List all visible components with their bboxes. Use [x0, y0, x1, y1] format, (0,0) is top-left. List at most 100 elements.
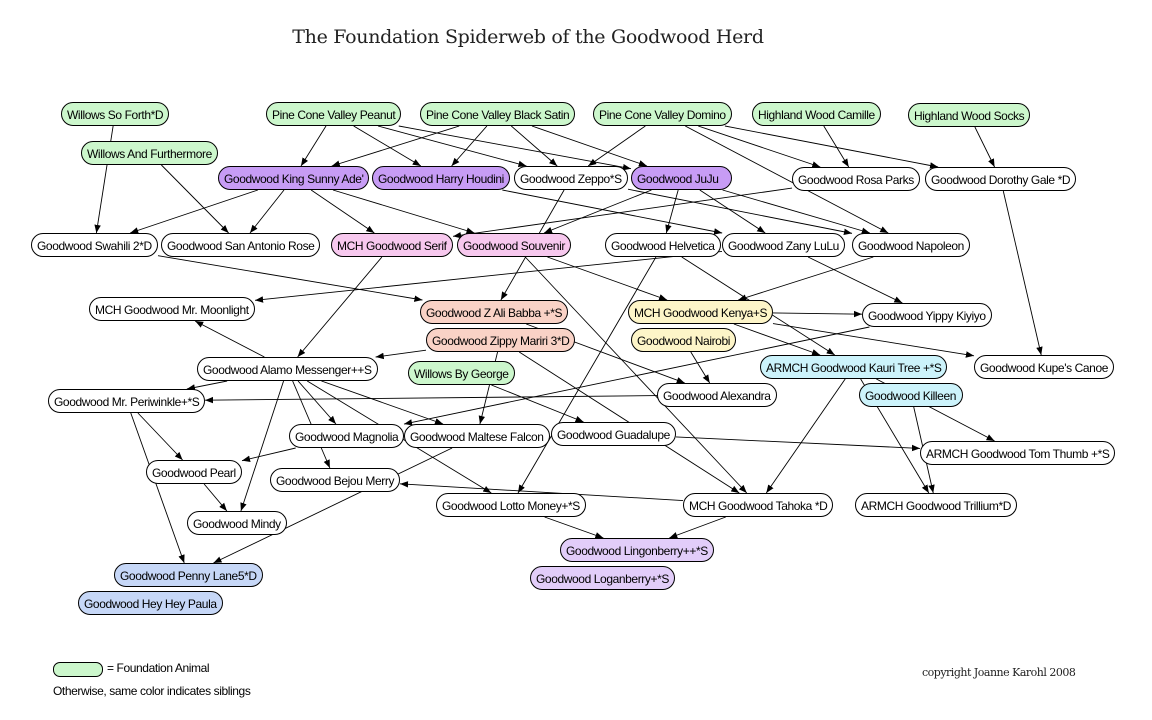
node-armch-kauri-tree[interactable]: ARMCH Goodwood Kauri Tree +*S — [760, 355, 948, 379]
node-loganberry[interactable]: Goodwood Loganberry+*S — [530, 566, 675, 590]
edge-mr_periwinkle-to-pearl — [137, 412, 183, 461]
node-lingonberry[interactable]: Goodwood Lingonberry++*S — [560, 538, 714, 562]
edge-pcv_peanut-to-king_sunny_ade — [300, 125, 327, 167]
edge-yippy_kiyiyo-to-magnolia — [403, 326, 870, 426]
edge-alamo_messenger-to-mindy — [240, 380, 284, 512]
node-mch-serif[interactable]: MCH Goodwood Serif — [331, 233, 453, 257]
edge-guadalupe-to-tom_thumb — [675, 436, 921, 452]
edge-hw_socks-to-dorothy_gale — [974, 126, 995, 168]
node-zeppo[interactable]: Goodwood Zeppo*S — [514, 166, 628, 190]
edge-napoleon-to-kenya — [738, 256, 874, 301]
node-armch-trillium[interactable]: ARMCH Goodwood Trillium*D — [855, 493, 1018, 517]
edge-souvenir-to-tahoka — [524, 256, 748, 494]
edge-maltese_falcon-to-penny_lane — [213, 447, 453, 564]
edge-willows_by_george-to-guadalupe — [491, 384, 584, 423]
node-napoleon[interactable]: Goodwood Napoleon — [852, 233, 970, 257]
edge-pcv_black_satin-to-juju — [531, 125, 648, 167]
edge-king_sunny_ade-to-san_antonio_rose — [249, 189, 285, 234]
edge-alamo_messenger-to-magnolia — [297, 380, 337, 425]
edge-zany_lulu-to-yippy_kiyiyo — [807, 256, 903, 304]
edge-lotto_money-to-lingonberry — [544, 516, 604, 539]
node-rosa-parks[interactable]: Goodwood Rosa Parks — [792, 167, 920, 191]
edge-tahoka-to-bejou_merry — [399, 481, 684, 502]
edge-pearl-to-mindy — [203, 483, 228, 512]
node-nairobi[interactable]: Goodwood Nairobi — [631, 328, 736, 352]
node-willows-so-forth[interactable]: Willows So Forth*D — [61, 102, 170, 126]
edge-king_sunny_ade-to-swahili — [129, 189, 259, 234]
node-pine-cone-valley-peanut[interactable]: Pine Cone Valley Peanut — [266, 102, 402, 126]
edge-magnolia-to-pearl — [241, 447, 296, 462]
edge-pcv_domino-to-napoleon — [685, 125, 889, 234]
node-willows-and-furthermore[interactable]: Willows And Furthermore — [81, 141, 218, 165]
edge-kenya-to-yippy_kiyiyo — [772, 310, 863, 318]
edge-nairobi-to-alexandra — [690, 351, 711, 384]
node-dorothy-gale[interactable]: Goodwood Dorothy Gale *D — [925, 167, 1077, 191]
node-pine-cone-valley-domino[interactable]: Pine Cone Valley Domino — [593, 102, 732, 126]
node-zippy-mariri[interactable]: Goodwood Zippy Mariri 3*D — [426, 328, 576, 352]
node-mr-periwinkle[interactable]: Goodwood Mr. Periwinkle+*S — [48, 389, 206, 413]
node-highland-wood-camille[interactable]: Highland Wood Camille — [752, 102, 881, 126]
edge-kenya-to-kauri_tree — [733, 323, 821, 356]
node-bejou-merry[interactable]: Goodwood Bejou Merry — [270, 468, 401, 492]
edge-alamo_messenger-to-mr_moonlight — [194, 320, 265, 358]
edge-kauri_tree-to-tahoka — [765, 378, 846, 494]
edge-alexandra-to-mr_periwinkle — [204, 395, 658, 404]
edge-kenya-to-kupes_canoe — [772, 323, 975, 358]
edge-pcv_peanut-to-juju — [398, 125, 632, 171]
copyright-text: copyright Joanne Karohl 2008 — [922, 666, 1076, 679]
node-z-ali-babba[interactable]: Goodwood Z Ali Babba +*S — [420, 300, 569, 324]
edge-pcv_black_satin-to-king_sunny_ade — [331, 125, 460, 167]
edge-zany_lulu-to-mr_moonlight — [254, 250, 723, 303]
node-souvenir[interactable]: Goodwood Souvenir — [457, 233, 571, 257]
edge-alamo_messenger-to-mr_periwinkle — [186, 380, 228, 391]
node-king-sunny-ade[interactable]: Goodwood King Sunny Ade' — [218, 166, 370, 190]
node-mch-kenya[interactable]: MCH Goodwood Kenya+S — [628, 300, 774, 324]
edge-mr_periwinkle-to-penny_lane — [130, 412, 185, 564]
node-penny-lane[interactable]: Goodwood Penny Lane5*D — [114, 563, 263, 587]
node-guadalupe[interactable]: Goodwood Guadalupe — [551, 422, 676, 446]
edge-dorothy_gale-to-kupes_canoe — [1002, 190, 1043, 356]
node-kupes-canoe[interactable]: Goodwood Kupe's Canoe — [974, 355, 1114, 379]
node-harry-houdini[interactable]: Goodwood Harry Houdini — [372, 166, 510, 190]
edge-juju-to-zany_lulu — [699, 189, 766, 234]
edge-swahili-to-z_ali_babba — [157, 255, 423, 302]
node-pine-cone-valley-black-satin[interactable]: Pine Cone Valley Black Satin — [420, 102, 576, 126]
diagram-title: The Foundation Spiderweb of the Goodwood… — [292, 26, 764, 48]
node-pearl[interactable]: Goodwood Pearl — [146, 460, 242, 484]
node-willows-by-george[interactable]: Willows By George — [408, 361, 515, 385]
edge-harry_houdini-to-zany_lulu — [502, 189, 723, 235]
node-killeen[interactable]: Goodwood Killeen — [859, 383, 963, 407]
node-san-antonio-rose[interactable]: Goodwood San Antonio Rose — [161, 233, 321, 257]
node-mr-moonlight[interactable]: MCH Goodwood Mr. Moonlight — [89, 297, 255, 321]
edge-pcv_peanut-to-zeppo — [377, 125, 527, 168]
edge-willows_furthermore-to-san_antonio_rose — [161, 164, 229, 234]
node-alamo-messenger[interactable]: Goodwood Alamo Messenger++S — [197, 357, 378, 381]
edge-zeppo-to-napoleon — [627, 188, 853, 235]
node-mch-tahoka[interactable]: MCH Goodwood Tahoka *D — [683, 493, 834, 517]
edge-alamo_messenger-to-maltese_falcon — [321, 380, 444, 425]
node-maltese-falcon[interactable]: Goodwood Maltese Falcon — [404, 424, 550, 448]
node-alexandra[interactable]: Goodwood Alexandra — [657, 383, 777, 407]
node-magnolia[interactable]: Goodwood Magnolia — [289, 424, 405, 448]
edge-pcv_peanut-to-harry_houdini — [353, 125, 422, 167]
edge-tahoka-to-lingonberry — [669, 516, 726, 539]
edge-rosa_parks-to-serif — [452, 187, 793, 239]
edge-juju-to-napoleon — [722, 189, 871, 234]
node-zany-lulu[interactable]: Goodwood Zany LuLu — [722, 233, 845, 257]
node-swahili[interactable]: Goodwood Swahili 2*D — [31, 233, 158, 257]
node-armch-tom-thumb[interactable]: ARMCH Goodwood Tom Thumb +*S — [920, 441, 1116, 465]
node-lotto-money[interactable]: Goodwood Lotto Money+*S — [436, 493, 586, 517]
node-mindy[interactable]: Goodwood Mindy — [187, 511, 287, 535]
node-helvetica[interactable]: Goodwood Helvetica — [605, 233, 721, 257]
legend-foundation-label: = Foundation Animal — [107, 661, 210, 675]
legend-note: Otherwise, same color indicates siblings — [53, 684, 251, 698]
edge-pcv_domino-to-dorothy_gale — [724, 125, 939, 169]
edge-hw_camille-to-rosa_parks — [823, 125, 850, 168]
node-hey-hey-paula[interactable]: Goodwood Hey Hey Paula — [78, 591, 223, 615]
node-juju[interactable]: Goodwood JuJu — [631, 166, 732, 190]
node-yippy-kiyiyo[interactable]: Goodwood Yippy Kiyiyo — [862, 303, 992, 327]
edge-serif-to-alamo_messenger — [297, 256, 383, 358]
edge-king_sunny_ade-to-serif — [310, 189, 375, 234]
node-highland-wood-socks[interactable]: Highland Wood Socks — [908, 103, 1031, 127]
